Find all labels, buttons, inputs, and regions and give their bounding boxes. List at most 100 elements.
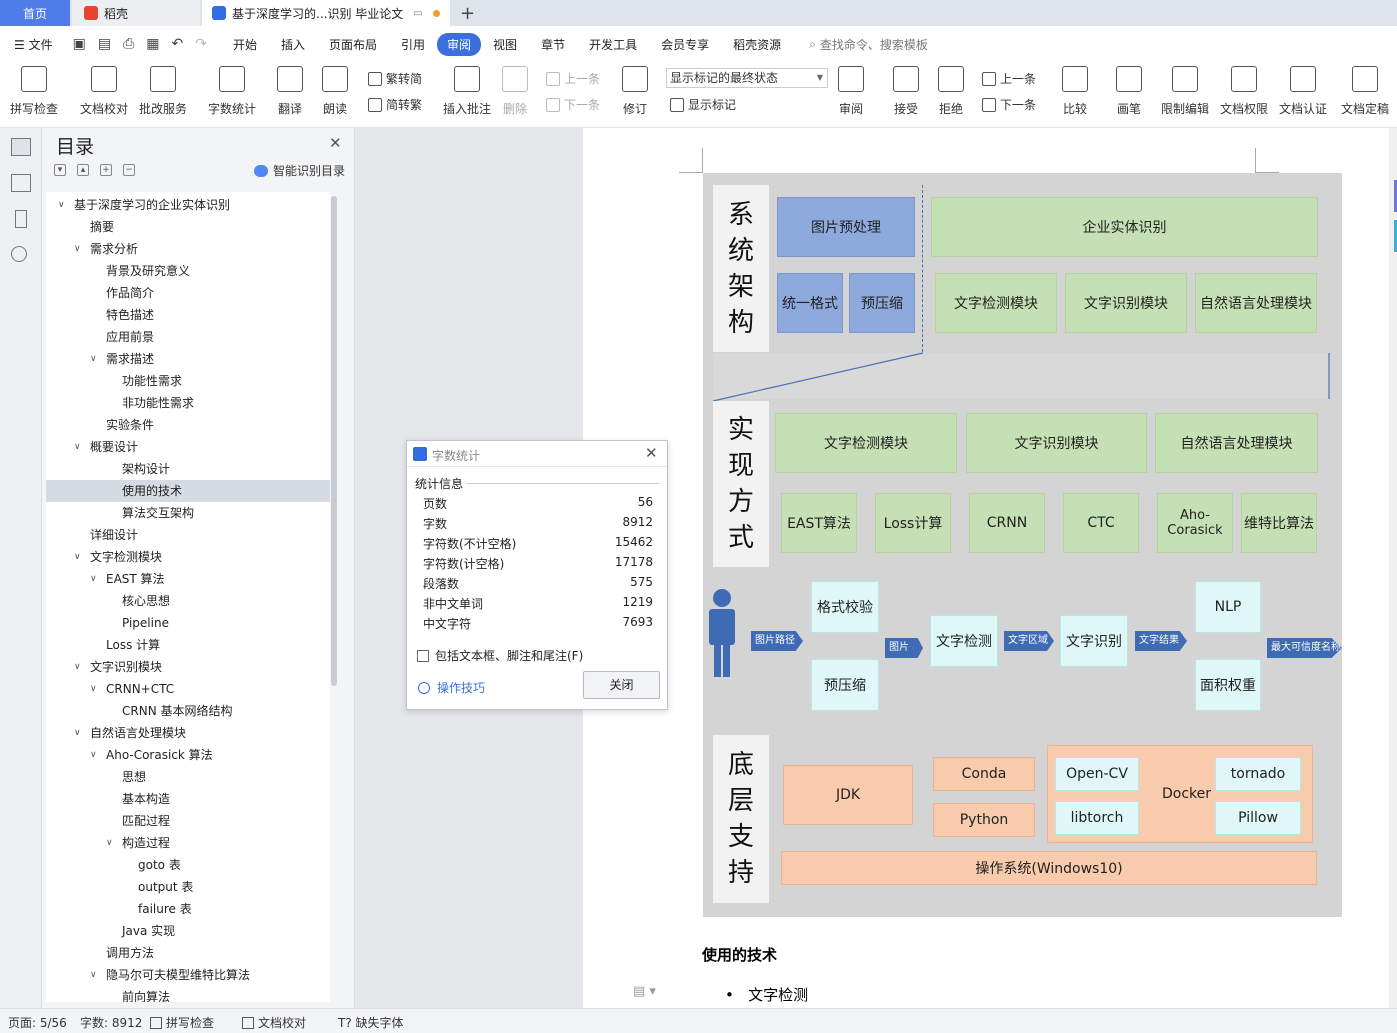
- chevron-down-icon[interactable]: ∨: [90, 684, 97, 694]
- collapse-all-icon[interactable]: ▾: [54, 164, 66, 176]
- tips-link[interactable]: 操作技巧: [418, 679, 485, 696]
- toc-item[interactable]: ∨自然语言处理模块: [46, 722, 330, 744]
- word-count-button[interactable]: 字数统计: [208, 66, 256, 117]
- toc-item[interactable]: ∨隐马尔可夫模型维特比算法: [46, 964, 330, 986]
- toc-item[interactable]: ∨Aho-Corasick 算法: [46, 744, 330, 766]
- chevron-down-icon[interactable]: ∨: [74, 662, 81, 672]
- doc-permission-button[interactable]: 文档权限: [1220, 66, 1268, 117]
- ribbon-tab-9[interactable]: 稻壳资源: [733, 37, 782, 52]
- toc-item[interactable]: ∨文字检测模块: [46, 546, 330, 568]
- toc-item[interactable]: Pipeline: [46, 612, 330, 634]
- undo-icon[interactable]: ↶: [171, 36, 184, 52]
- expand-all-icon[interactable]: ▴: [77, 164, 89, 176]
- doc-certify-button[interactable]: 文档认证: [1279, 66, 1327, 117]
- paragraph-icon[interactable]: ▤ ▾: [633, 984, 656, 999]
- toc-item[interactable]: ∨需求描述: [46, 348, 330, 370]
- include-checkbox-row[interactable]: 包括文本框、脚注和尾注(F): [417, 647, 583, 664]
- ribbon-tab-4[interactable]: 审阅: [437, 32, 482, 56]
- read-aloud-button[interactable]: 朗读: [322, 66, 348, 117]
- toc-item[interactable]: ∨需求分析: [46, 238, 330, 260]
- markup-state-select[interactable]: 显示标记的最终状态▼: [666, 68, 828, 88]
- ribbon-tab-5[interactable]: 视图: [493, 37, 518, 52]
- delete-comment-button[interactable]: 删除: [502, 66, 528, 117]
- redo-icon[interactable]: ↷: [195, 36, 207, 52]
- spell-check-button[interactable]: 拼写检查: [10, 66, 58, 117]
- toc-item[interactable]: 功能性需求: [46, 370, 330, 392]
- ribbon-tab-8[interactable]: 会员专享: [661, 37, 710, 52]
- toc-item[interactable]: 核心思想: [46, 590, 330, 612]
- chevron-down-icon[interactable]: ∨: [90, 574, 97, 584]
- status-doc-check[interactable]: 文档校对: [242, 1014, 306, 1031]
- simp-to-trad-button[interactable]: 简转繁: [368, 96, 422, 113]
- insert-comment-button[interactable]: 插入批注: [443, 66, 491, 117]
- toc-item[interactable]: ∨基于深度学习的企业实体识别: [46, 194, 330, 216]
- chevron-down-icon[interactable]: ∨: [74, 728, 81, 738]
- export-pdf-icon[interactable]: ▤: [97, 36, 112, 52]
- monitor-icon[interactable]: ▭: [413, 7, 423, 19]
- toc-item[interactable]: 背景及研究意义: [46, 260, 330, 282]
- save-icon[interactable]: ▣: [72, 36, 86, 52]
- chevron-down-icon[interactable]: ∨: [90, 750, 97, 760]
- accept-button[interactable]: 接受: [893, 66, 919, 117]
- toc-item[interactable]: 特色描述: [46, 304, 330, 326]
- ribbon-tab-3[interactable]: 引用: [401, 37, 426, 52]
- toc-item[interactable]: ∨EAST 算法: [46, 568, 330, 590]
- track-changes-button[interactable]: 修订: [622, 66, 648, 117]
- print-preview-icon[interactable]: ▦: [146, 36, 160, 52]
- document-scrollbar[interactable]: [1389, 128, 1397, 1008]
- review-pane-button[interactable]: 审阅: [838, 66, 864, 117]
- toc-item[interactable]: 实验条件: [46, 414, 330, 436]
- close-icon[interactable]: ✕: [329, 134, 342, 152]
- next-change-button[interactable]: 下一条: [982, 96, 1036, 113]
- smart-toc-button[interactable]: 智能识别目录: [254, 162, 345, 179]
- status-page[interactable]: 页面: 5/56: [8, 1016, 67, 1030]
- new-tab-button[interactable]: +: [460, 2, 476, 24]
- command-search[interactable]: ⌕查找命令、搜索模板: [809, 36, 928, 53]
- close-button[interactable]: 关闭: [583, 671, 660, 699]
- toc-item[interactable]: 使用的技术: [46, 480, 330, 502]
- toc-item[interactable]: goto 表: [46, 854, 330, 876]
- toc-item[interactable]: ∨构造过程: [46, 832, 330, 854]
- ribbon-tab-6[interactable]: 章节: [541, 37, 566, 52]
- compare-button[interactable]: 比较: [1062, 66, 1088, 117]
- tab-daoke[interactable]: 稻壳: [72, 0, 200, 26]
- translate-button[interactable]: 翻译: [277, 66, 303, 117]
- doc-finalize-button[interactable]: 文档定稿: [1341, 66, 1389, 117]
- status-words[interactable]: 字数: 8912: [80, 1016, 143, 1030]
- doc-check-button[interactable]: 文档校对: [80, 66, 128, 117]
- prev-comment-button[interactable]: 上一条: [546, 70, 600, 87]
- pen-button[interactable]: 画笔: [1116, 66, 1142, 117]
- ribbon-tab-2[interactable]: 页面布局: [329, 37, 378, 52]
- toc-item[interactable]: 调用方法: [46, 942, 330, 964]
- toc-item[interactable]: failure 表: [46, 898, 330, 920]
- tab-document[interactable]: 基于深度学习的...识别 毕业论文▭: [202, 0, 450, 26]
- toc-item[interactable]: 算法交互架构: [46, 502, 330, 524]
- toc-item[interactable]: 非功能性需求: [46, 392, 330, 414]
- toc-item[interactable]: 前向算法: [46, 986, 330, 1002]
- toc-item[interactable]: output 表: [46, 876, 330, 898]
- include-checkbox[interactable]: [417, 649, 429, 662]
- add-heading-icon[interactable]: +: [100, 164, 112, 176]
- dialog-close-icon[interactable]: ✕: [645, 444, 658, 462]
- reject-button[interactable]: 拒绝: [938, 66, 964, 117]
- toc-item[interactable]: 详细设计: [46, 524, 330, 546]
- prev-change-button[interactable]: 上一条: [982, 70, 1036, 87]
- show-markup-button[interactable]: 显示标记: [670, 96, 736, 113]
- file-menu[interactable]: ☰ 文件: [14, 37, 53, 52]
- remove-heading-icon[interactable]: −: [123, 164, 135, 176]
- status-missing-font[interactable]: T? 缺失字体: [338, 1014, 404, 1031]
- chevron-down-icon[interactable]: ∨: [90, 354, 97, 364]
- ribbon-tab-7[interactable]: 开发工具: [589, 37, 638, 52]
- toc-item[interactable]: 基本构造: [46, 788, 330, 810]
- chevron-down-icon[interactable]: ∨: [74, 552, 81, 562]
- toc-item[interactable]: 架构设计: [46, 458, 330, 480]
- chevron-down-icon[interactable]: ∨: [74, 244, 81, 254]
- chevron-down-icon[interactable]: ∨: [74, 442, 81, 452]
- toc-item[interactable]: Loss 计算: [46, 634, 330, 656]
- restrict-edit-button[interactable]: 限制编辑: [1161, 66, 1209, 117]
- toc-panel-icon[interactable]: [11, 138, 31, 156]
- ribbon-tab-0[interactable]: 开始: [232, 37, 257, 52]
- toc-item[interactable]: 摘要: [46, 216, 330, 238]
- toc-item[interactable]: 思想: [46, 766, 330, 788]
- toc-item[interactable]: 作品简介: [46, 282, 330, 304]
